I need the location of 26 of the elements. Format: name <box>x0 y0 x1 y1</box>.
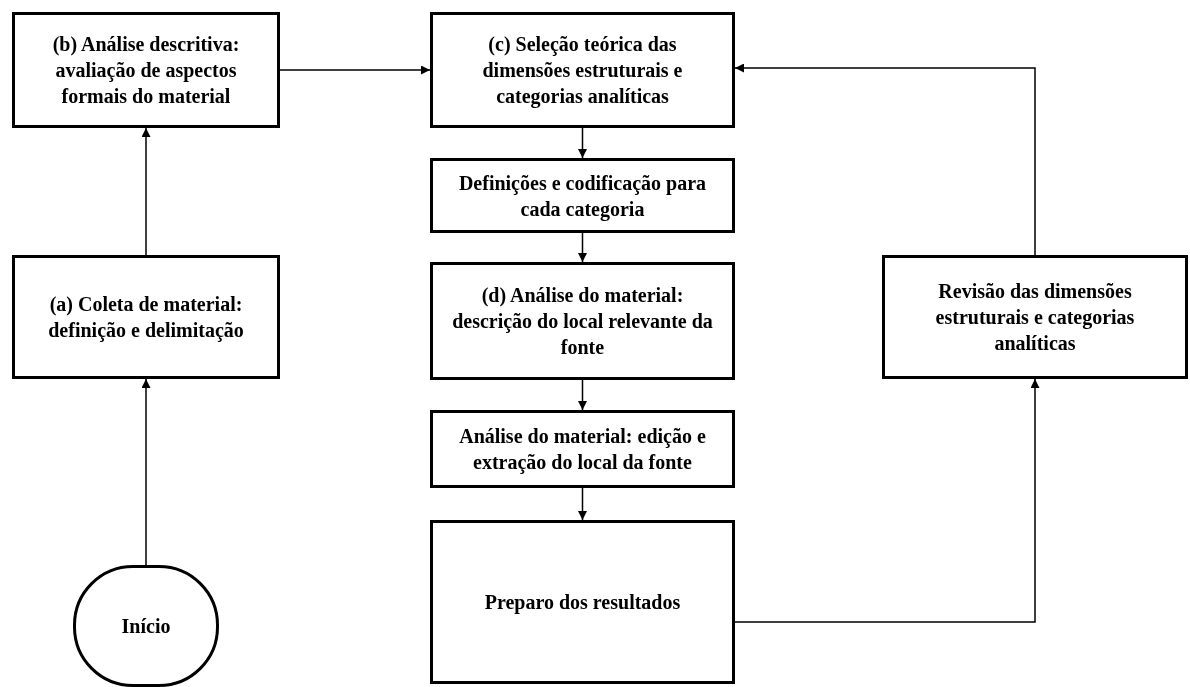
node-text: (a) Coleta de material: definição e delimitação <box>47 292 245 343</box>
process-box <box>12 12 280 128</box>
node-text: (b) Análise descritiva: avaliação de aspectos formais do material <box>51 32 241 109</box>
node-text: Definições e codificação para cada categoria <box>457 170 708 222</box>
node-text: (c) Seleção teórica das dimensões estruturais e categorias analíticas <box>481 32 684 109</box>
node-text: Preparo dos resultados <box>484 590 681 615</box>
process-box <box>430 520 735 684</box>
arrow <box>141 127 151 256</box>
arrow <box>578 127 587 159</box>
process-box <box>882 255 1188 379</box>
arrow <box>578 379 587 411</box>
arrow <box>734 378 1040 623</box>
process-box <box>430 410 735 488</box>
arrow <box>279 65 431 75</box>
arrow <box>578 232 587 263</box>
node-text: (d) Análise do material: descrição do local relevante da fonte <box>451 283 714 360</box>
node-text: Revisão das dimensões estruturais e categorias analíticas <box>934 279 1136 356</box>
arrow <box>578 487 587 521</box>
node-text: Análise do material: edição e extração do local da fonte <box>458 424 707 475</box>
arrow <box>734 63 1036 256</box>
process-box <box>430 262 735 380</box>
node-text: Início <box>121 614 171 639</box>
process-box <box>430 12 735 128</box>
process-box <box>430 158 735 233</box>
process-box <box>12 255 280 379</box>
arrow <box>141 378 151 566</box>
